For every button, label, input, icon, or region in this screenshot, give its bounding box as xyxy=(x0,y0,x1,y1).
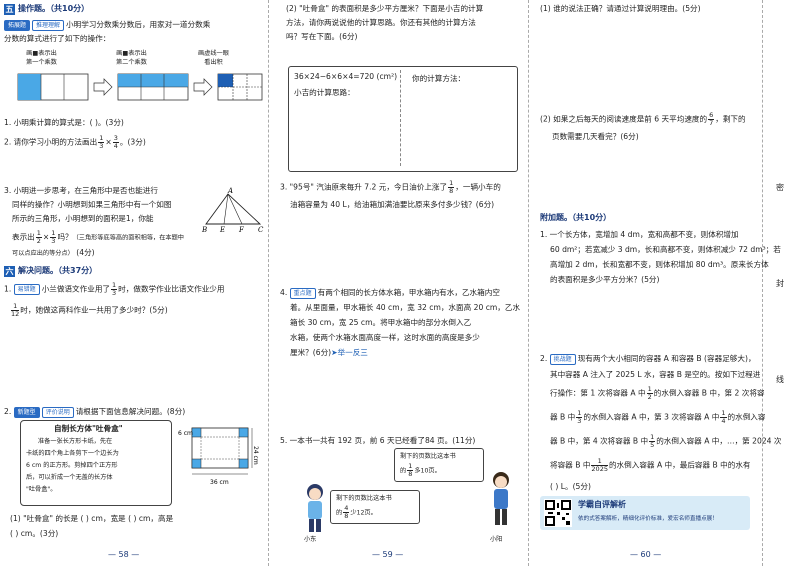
problem-6-2-q1-line-1: (1) "吐骨盒" 的长是 ( ) cm，宽是 ( ) cm，高是 xyxy=(10,514,174,523)
cardboard-figure: 6 cm 24 cm 36 cm xyxy=(178,427,259,486)
bonus-1-line-4: 的表面积是多少平方分米？(5分) xyxy=(550,275,660,284)
question-5-1-text: (1) 谁的说法正确？请通过计算说明理由。(5分) xyxy=(540,4,701,13)
qr-code-icon[interactable] xyxy=(544,499,572,527)
related-practice-link[interactable]: ➤举一反三 xyxy=(331,348,368,357)
page-number-58: — 58 — xyxy=(108,550,140,559)
question-4-line-1: 4. 重点题有两个相同的长方体水箱，甲水箱内有水，乙水箱内空 xyxy=(280,287,500,299)
dim-36cm: 36 cm xyxy=(210,479,229,486)
instruction-box-text: 准备一张长方形卡纸，先在 卡纸的四个角上各剪下一个边长为 6 cm 的正方形。剪… xyxy=(26,438,119,493)
column-separator-2 xyxy=(528,0,529,566)
question-4-line-4: 水箱，使两个水箱水面高度一样，这时水面的高度是多少 xyxy=(290,333,480,342)
seal-label-3: 线 xyxy=(776,374,784,385)
seal-label-2: 封 xyxy=(776,278,784,289)
speech-bubble-left xyxy=(330,490,420,524)
section-5-heading: 五操作题。（共10分） xyxy=(4,3,90,15)
kid-right-figure xyxy=(493,472,509,525)
triangle-label-b: B xyxy=(201,226,207,234)
question-5-3-line-3: 所示的三角形，小明想到的面积是1，你能 xyxy=(12,214,154,223)
arrow-right-icon xyxy=(93,78,113,96)
intro-line-2: 分数的算式进行了如下的操作： xyxy=(4,34,111,43)
bonus-1-line-2: 60 dm²；若宽减少 3 dm，长和高都不变，则体积减少 72 dm³；若 xyxy=(550,245,781,254)
question-4-line-3: 箱长 30 cm，宽 25 cm。将甲水箱中的部分水倒入乙 xyxy=(290,318,472,327)
problem-6-2-q1-line-2: ( ) cm。(3分) xyxy=(10,529,59,538)
question-5-1: 1. 小明乘计算的算式是：( )。(3分) xyxy=(4,118,124,127)
bonus-1-line-3: 高增加 2 dm，长和宽都不变，则体积增加 80 dm³。原来长方体 xyxy=(550,260,769,269)
bonus-2-line-1: 2. 挑战题现有两个大小相同的容器 A 和容器 B (容器足够大)， xyxy=(540,353,756,365)
problem-6-2-heading: 2. 新题型评价说明请根据下面信息解决问题。(8分) xyxy=(4,406,186,418)
section-number: 六 xyxy=(4,265,15,277)
question-5-3-line-1: 3. 小明进一步思考，在三角形中是否也能进行 xyxy=(4,186,158,195)
calculation-box-divider xyxy=(400,70,401,166)
step-3-label: 画虚线一眼看出积 xyxy=(198,50,229,66)
bonus-2-line-2: 其中容器 A 注入了 2025 L 水，容器 B 是空的。按如下过程进 xyxy=(550,370,761,379)
question-5: 5. 一本书一共有 192 页，前 6 天已经看了84 页。(11分) xyxy=(280,436,476,445)
step-2-fill xyxy=(118,74,188,87)
section-number: 五 xyxy=(4,3,15,15)
speech-bubble-right xyxy=(394,448,484,482)
question-2-2-line-1: (2) "吐骨盒" 的表面积是多少平方厘米？下面是小吉的计算 xyxy=(286,4,484,13)
step-2-label: 画■表示出第二个乘数 xyxy=(116,50,147,66)
intro-line-1: 拓展题推理理解小明学习分数乘分数后，用家对一道分数乘 xyxy=(4,18,210,31)
question-2-2-line-3: 吗？写在下面。(6分) xyxy=(286,32,358,41)
binding-line xyxy=(762,0,763,566)
bonus-2-line-7: ( ) L。(5分) xyxy=(550,482,591,491)
kid-right-name: 小阳 xyxy=(490,536,503,543)
instruction-box xyxy=(20,420,172,506)
triangle-label-a: A xyxy=(227,187,233,195)
page-number-59: — 59 — xyxy=(372,550,404,559)
bonus-1-line-1: 1. 一个长方体，宽增加 4 dm，宽和高都不变，则体积增加 xyxy=(540,230,739,239)
self-review-text: 依的式答案解析，精细化评价标准，爱宏名师直播点展！ xyxy=(578,516,718,522)
triangle-label-e: E xyxy=(219,226,225,234)
dim-24cm: 24 cm xyxy=(252,446,259,465)
step-1-label: 画■表示出第一个乘数 xyxy=(26,50,57,66)
question-5-3-line-5: 可以点应出的等分点） (4分) xyxy=(12,248,95,257)
arrow-right-icon xyxy=(193,78,213,96)
triangle-label-c: C xyxy=(258,226,264,234)
calculation-formula: 36×24−6×6×4=720 (cm²) xyxy=(294,72,398,81)
instruction-box-title: 自制长方体"吐骨盒" xyxy=(54,424,123,433)
triangle-label-f: F xyxy=(238,226,245,234)
page-number-60: — 60 — xyxy=(630,550,662,559)
bonus-heading: 附加题。（共10分） xyxy=(540,213,612,222)
calculation-box xyxy=(288,66,518,172)
seal-label-1: 密 xyxy=(776,182,784,193)
calculation-left-label: 小吉的计算思路： xyxy=(294,88,355,97)
question-5-2-line-2: 页数需要几天看完？(6分) xyxy=(552,132,639,141)
question-4-line-2: 着。从里面量，甲水箱长 40 cm，宽 32 cm，水面高 20 cm，乙水 xyxy=(290,303,521,312)
section-6-heading: 六解决问题。（共37分） xyxy=(4,265,98,277)
process-diagram xyxy=(17,73,263,101)
self-review-title: 学霸自评解析 xyxy=(578,500,626,509)
column-separator-1 xyxy=(268,0,269,566)
calculation-right-label: 你的计算方法： xyxy=(412,74,466,83)
question-3-line-2: 油箱容量为 40 L，给油箱加满油要比原来多付多少钱？(6分) xyxy=(290,200,495,209)
question-5-3-line-2: 同样的操作？小明想到如果三角形中有一个如图 xyxy=(12,200,172,209)
step-3-fill xyxy=(218,74,233,87)
question-4-line-5: 厘米？(6分)➤举一反三 xyxy=(290,348,368,357)
kid-left-figure xyxy=(307,484,323,532)
step-1-fill xyxy=(18,74,41,100)
kid-left-name: 小东 xyxy=(304,536,317,543)
dim-6cm: 6 cm xyxy=(178,430,193,437)
triangle-figure: A B E F C xyxy=(201,187,264,234)
question-2-2-line-2: 方法，请你两说说他的计算思路。你还有其他的计算方法 xyxy=(286,18,476,27)
self-review-banner[interactable] xyxy=(540,496,750,530)
